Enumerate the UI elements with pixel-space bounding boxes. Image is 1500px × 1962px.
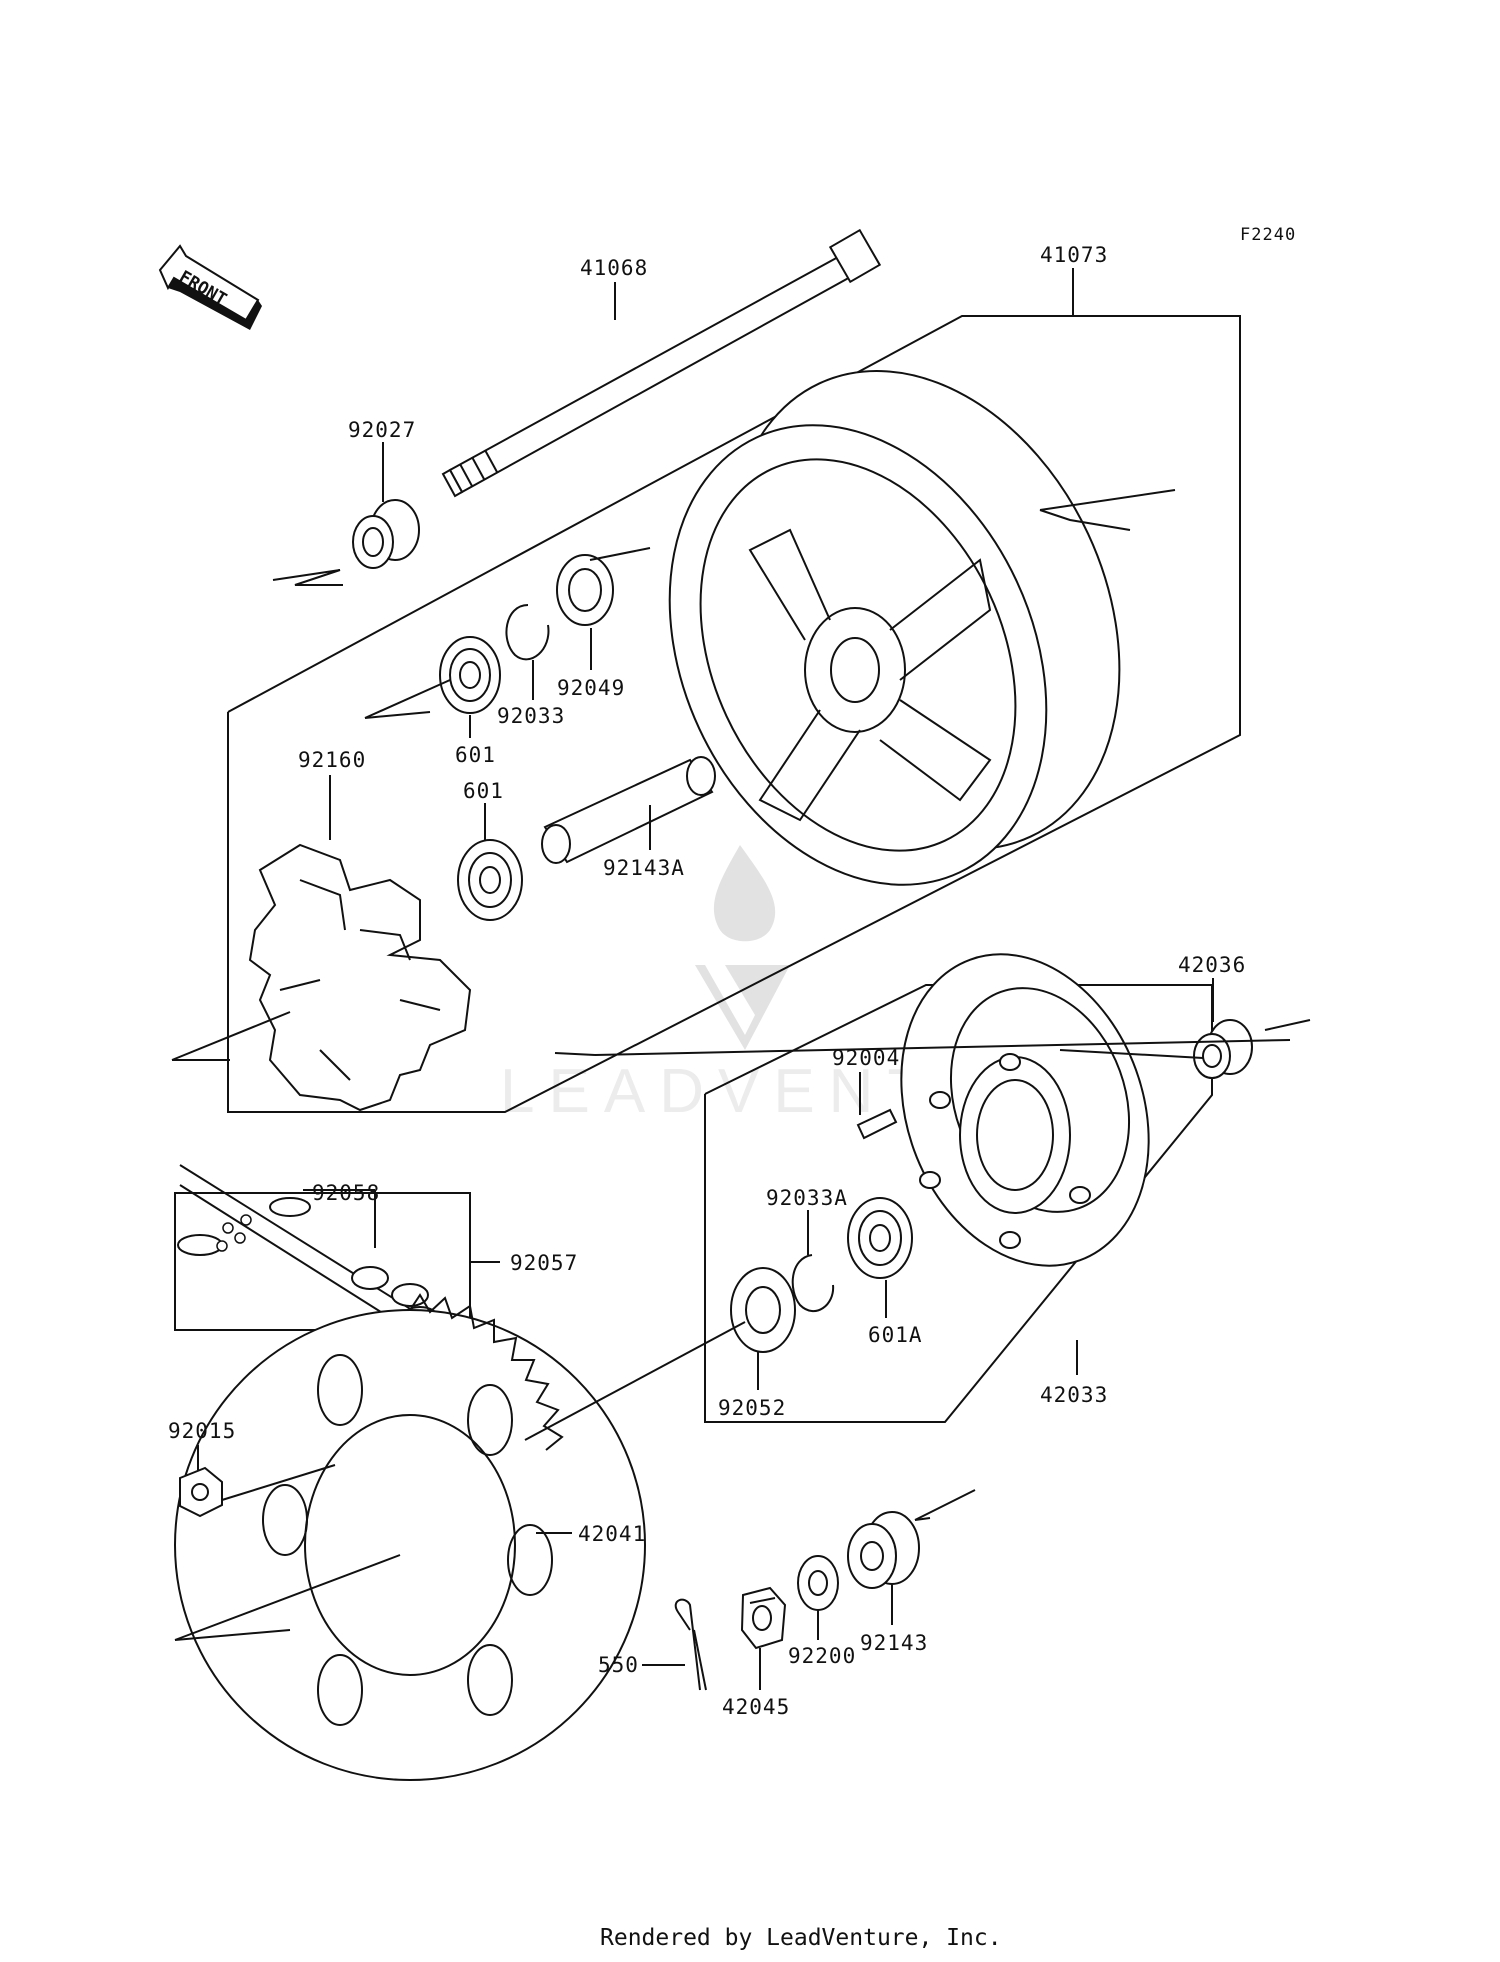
sprocket-part — [174, 1293, 646, 1781]
sprocket-nut-part — [179, 1466, 223, 1518]
collar-92143-part — [847, 1511, 920, 1589]
callout-92052: 92052 — [718, 1396, 786, 1420]
leader-lines — [197, 268, 1214, 1690]
callout-92057: 92057 — [510, 1251, 578, 1275]
bearing-upper-part — [439, 636, 501, 714]
callout-92058: 92058 — [312, 1181, 380, 1205]
coupling-part — [900, 953, 1150, 1267]
wheel-part — [668, 369, 1121, 886]
callout-92143: 92143 — [860, 1631, 928, 1655]
callout-92143a: 92143A — [603, 856, 685, 880]
bearing-601a-part — [847, 1197, 913, 1279]
seal-upper-part — [556, 554, 614, 626]
bearing-lower-part — [457, 839, 523, 921]
damper-part — [248, 843, 472, 1112]
collar-right-part — [1193, 1019, 1253, 1079]
group-outline-coupling — [704, 984, 1213, 1423]
circlip-lower-part — [791, 1254, 835, 1312]
callout-92200: 92200 — [788, 1644, 856, 1668]
callout-601-lower: 601 — [463, 779, 504, 803]
front-arrow-icon: FRONT — [158, 244, 262, 330]
footer-credit: Rendered by LeadVenture, Inc. — [600, 1925, 1002, 1951]
stud-part — [856, 1108, 898, 1140]
spacer-tube-part — [541, 756, 716, 864]
callout-92160: 92160 — [298, 748, 366, 772]
group-outline-wheel — [227, 315, 1241, 1113]
callout-41073: 41073 — [1040, 243, 1108, 267]
callout-550: 550 — [598, 1653, 639, 1677]
callout-92015: 92015 — [168, 1419, 236, 1443]
callout-92033: 92033 — [497, 704, 565, 728]
callout-42033: 42033 — [1040, 1383, 1108, 1407]
callout-92004: 92004 — [832, 1046, 900, 1070]
washer-part — [797, 1555, 839, 1611]
cotter-pin-part — [674, 1598, 707, 1691]
callout-labels: 41068 41073 92027 92049 92033 601 601 92… — [168, 243, 1246, 1719]
circlip-upper-part — [505, 604, 550, 661]
center-lines — [171, 489, 1311, 1641]
callout-41068: 41068 — [580, 256, 648, 280]
diagram-code: F2240 — [1240, 225, 1296, 245]
callout-42036: 42036 — [1178, 953, 1246, 977]
callout-42041: 42041 — [578, 1522, 646, 1546]
callout-92033a: 92033A — [766, 1186, 848, 1210]
collar-left-part — [352, 499, 420, 569]
callout-601-upper: 601 — [455, 743, 496, 767]
callout-42045: 42045 — [722, 1695, 790, 1719]
callout-92027: 92027 — [348, 418, 416, 442]
callout-92049: 92049 — [557, 676, 625, 700]
callout-601a: 601A — [868, 1323, 923, 1347]
seal-lower-part — [730, 1267, 796, 1353]
axle-part — [441, 228, 882, 498]
axle-nut-part — [740, 1586, 787, 1650]
